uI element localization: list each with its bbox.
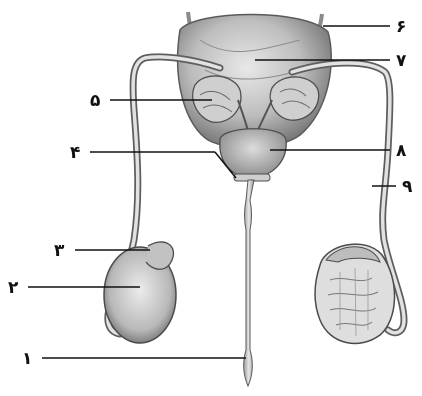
label-5: ۵ [90, 91, 100, 111]
label-7: ۷ [396, 51, 407, 71]
label-3: ۳ [54, 241, 65, 261]
label-6: ۶ [396, 17, 406, 37]
label-9: ۹ [402, 177, 413, 197]
label-8: ۸ [396, 141, 407, 161]
label-4: ۴ [70, 143, 80, 163]
testis-left [104, 242, 176, 343]
urethra [244, 180, 254, 386]
label-2: ۲ [8, 278, 19, 298]
label-1: ۱ [22, 349, 32, 369]
testis-right-section [315, 244, 394, 343]
